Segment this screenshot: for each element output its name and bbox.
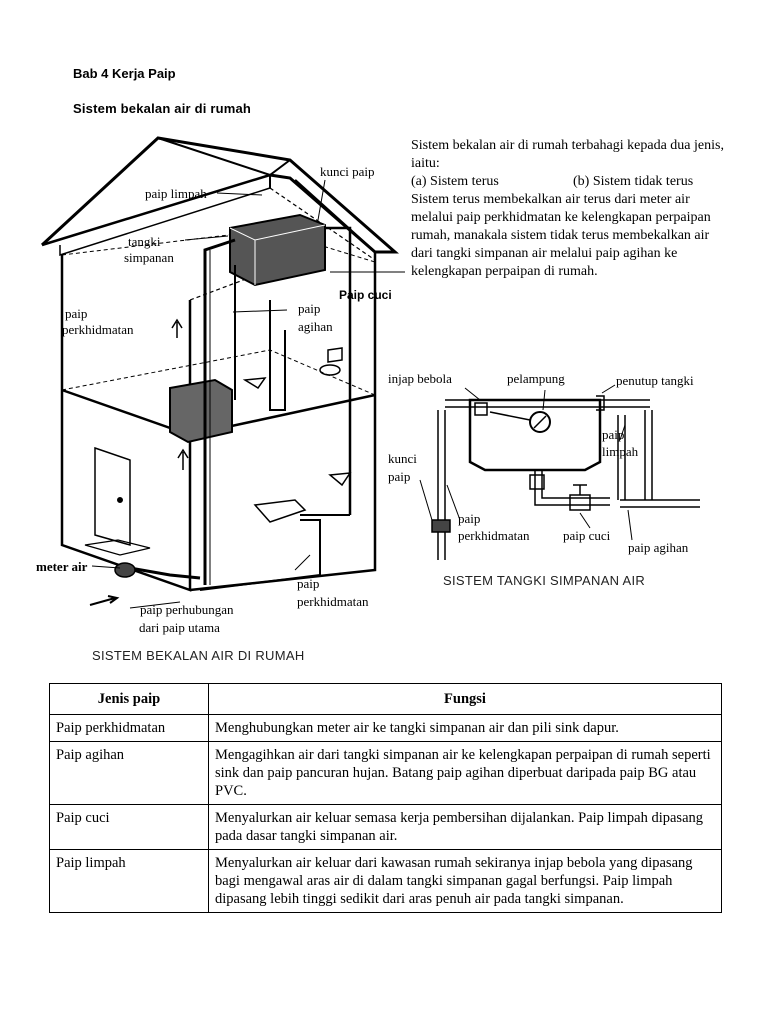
label-paip-cuci: Paip cuci — [339, 288, 392, 302]
label-penutup-tangki: penutup tangki — [616, 373, 694, 388]
table-row: Paip limpah Menyalurkan air keluar dari … — [49, 849, 722, 913]
header-jenis-paip: Jenis paip — [49, 683, 209, 715]
label-kunci-paip: kunci paip — [320, 164, 375, 179]
option-b: (b) Sistem tidak terus — [573, 174, 694, 189]
option-a: (a) Sistem terus — [411, 174, 499, 189]
label-paip-perkhidmatan-1: paip — [65, 306, 88, 321]
intro-line: Sistem bekalan air di rumah terbahagi ke… — [411, 138, 724, 171]
label-tank-perkhidmatan-1: paip — [458, 511, 481, 526]
table-row: Paip agihan Mengagihkan air dari tangki … — [49, 741, 722, 805]
intro-text: Sistem bekalan air di rumah terbahagi ke… — [411, 137, 733, 281]
label-kunci-2: paip — [388, 469, 411, 484]
label-paip-perkhidmatan-b2: perkhidmatan — [297, 594, 369, 609]
cell-function: Mengagihkan air dari tangki simpanan air… — [208, 741, 722, 805]
label-kunci-1: kunci — [388, 451, 417, 466]
label-paip-limpah-2: limpah — [602, 444, 639, 459]
cell-function: Menghubungkan meter air ke tangki simpan… — [208, 714, 722, 742]
caption-house: SISTEM BEKALAN AIR DI RUMAH — [92, 648, 305, 663]
house-diagram — [40, 136, 405, 609]
table-header-row: Jenis paip Fungsi — [49, 683, 722, 715]
label-simpanan: simpanan — [124, 250, 174, 265]
label-pelampung: pelampung — [507, 371, 565, 386]
label-paip-agihan-1: paip — [298, 301, 321, 316]
label-paip-agihan-2: agihan — [298, 319, 333, 334]
table-row: Paip perkhidmatan Menghubungkan meter ai… — [49, 714, 722, 742]
label-injap-bebola: injap bebola — [388, 371, 452, 386]
label-paip-perkhidmatan-b1: paip — [297, 576, 320, 591]
cell-function: Menyalurkan air keluar dari kawasan ruma… — [208, 849, 722, 913]
label-paip-perhubungan-1: paip perhubungan — [140, 602, 234, 617]
label-paip-limpah: paip limpah — [145, 186, 207, 201]
cell-type: Paip cuci — [49, 804, 209, 850]
intro-body: Sistem terus membekalkan air terus dari … — [411, 192, 711, 279]
cell-type: Paip limpah — [49, 849, 209, 913]
header-fungsi: Fungsi — [208, 683, 722, 715]
tank-diagram — [419, 384, 700, 560]
label-tangki: tangki — [128, 234, 161, 249]
label-tank-perkhidmatan-2: perkhidmatan — [458, 528, 530, 543]
cell-type: Paip agihan — [49, 741, 209, 805]
label-meter-air: meter air — [36, 559, 88, 574]
label-paip-perhubungan-2: dari paip utama — [139, 620, 220, 635]
cell-type: Paip perkhidmatan — [49, 714, 209, 742]
cell-function: Menyalurkan air keluar semasa kerja pemb… — [208, 804, 722, 850]
caption-tank: SISTEM TANGKI SIMPANAN AIR — [443, 573, 646, 588]
section-title: Sistem bekalan air di rumah — [73, 101, 252, 116]
chapter-title: Bab 4 Kerja Paip — [73, 66, 176, 81]
intro-options: (a) Sistem terus (b) Sistem tidak terus — [411, 173, 733, 191]
label-tank-paip-cuci: paip cuci — [563, 528, 611, 543]
label-paip-perkhidmatan-2: perkhidmatan — [62, 322, 134, 337]
label-tank-paip-agihan: paip agihan — [628, 540, 689, 555]
table-row: Paip cuci Menyalurkan air keluar semasa … — [49, 804, 722, 850]
label-paip-limpah-1: paip — [602, 427, 625, 442]
pipe-function-table: Jenis paip Fungsi Paip perkhidmatan Meng… — [49, 683, 722, 913]
